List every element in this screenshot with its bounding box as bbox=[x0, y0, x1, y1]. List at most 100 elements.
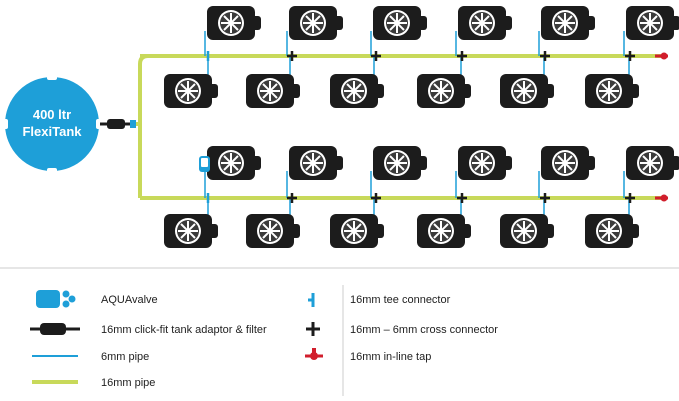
pot-line2-top-6-valve bbox=[668, 156, 679, 170]
pot-line2-bottom-6-fan bbox=[595, 217, 623, 245]
pot-line2-top-5 bbox=[541, 146, 595, 180]
6mm-pipe-network bbox=[204, 31, 635, 223]
pot-line1-top-5 bbox=[541, 6, 595, 40]
pot-line1-top-2-fan bbox=[299, 9, 327, 37]
pot-line1-top-5-valve bbox=[583, 16, 595, 30]
pot-line2-top-2 bbox=[289, 146, 343, 180]
pot-line1-top-5-fan bbox=[551, 9, 579, 37]
aquavalve-window bbox=[201, 158, 208, 167]
pot-line2-bottom-4 bbox=[417, 214, 471, 248]
pot-line2-top-6-fan bbox=[636, 149, 664, 177]
aquavalve bbox=[199, 156, 210, 172]
pot-line1-bottom-2-valve bbox=[288, 84, 300, 98]
pot-line1-top-4-valve bbox=[500, 16, 512, 30]
pot-line2-bottom-3 bbox=[330, 214, 384, 248]
legend-label-tee-connector: 16mm tee connector bbox=[350, 294, 451, 306]
pot-line2-bottom-1 bbox=[164, 214, 218, 248]
inline-tap-1 bbox=[655, 52, 668, 60]
legend-label-16mm-pipe: 16mm pipe bbox=[101, 377, 155, 389]
inline-tap-2 bbox=[655, 194, 668, 202]
pipe-16mm-trunk bbox=[138, 54, 149, 198]
pot-line2-bottom-5 bbox=[500, 214, 554, 248]
legend-label-cross-connector: 16mm – 6mm cross connector bbox=[350, 324, 498, 336]
pot-line1-bottom-3-fan bbox=[340, 77, 368, 105]
pot-line2-bottom-3-fan bbox=[340, 217, 368, 245]
pot-line1-bottom-6-valve bbox=[627, 84, 639, 98]
inline-tap-icon bbox=[305, 348, 323, 360]
tank-adaptor-filter-icon bbox=[30, 323, 80, 335]
pot-line1-top-4-fan bbox=[468, 9, 496, 37]
pot-line2-top-3-fan bbox=[383, 149, 411, 177]
pot-line1-bottom-5-fan bbox=[510, 77, 538, 105]
pot-line2-top-4-fan bbox=[468, 149, 496, 177]
pot-line1-bottom-5 bbox=[500, 74, 554, 108]
pot-line1-bottom-1-valve bbox=[206, 84, 218, 98]
pot-line1-bottom-1-fan bbox=[174, 77, 202, 105]
tank-label-name: FlexiTank bbox=[22, 124, 82, 139]
pot-line1-bottom-6 bbox=[585, 74, 639, 108]
pot-line1-bottom-5-valve bbox=[542, 84, 554, 98]
pot-line2-top-2-valve bbox=[331, 156, 343, 170]
pot-line2-bottom-2 bbox=[246, 214, 300, 248]
pot-line1-bottom-6-fan bbox=[595, 77, 623, 105]
pot-line1-bottom-4-valve bbox=[459, 84, 471, 98]
pot-line2-top-3-valve bbox=[415, 156, 427, 170]
legend-label-6mm-pipe: 6mm pipe bbox=[101, 351, 149, 363]
pot-line2-top-1-fan bbox=[217, 149, 245, 177]
pot-line2-top-6 bbox=[626, 146, 679, 180]
legend-label-tank-adaptor: 16mm click-fit tank adaptor & filter bbox=[101, 324, 267, 336]
pot-line2-top-4 bbox=[458, 146, 512, 180]
pot-line1-bottom-2-fan bbox=[256, 77, 284, 105]
pot-line2-top-4-valve bbox=[500, 156, 512, 170]
pot-line2-bottom-6-valve bbox=[627, 224, 639, 238]
pot-line1-top-6 bbox=[626, 6, 679, 40]
inline-taps bbox=[655, 52, 668, 202]
pot-line2-bottom-4-fan bbox=[427, 217, 455, 245]
pot-line1-bottom-2 bbox=[246, 74, 300, 108]
pot-line2-bottom-2-valve bbox=[288, 224, 300, 238]
tank-adaptor-filter bbox=[100, 119, 136, 129]
cross-connector-icon bbox=[306, 322, 320, 336]
pots bbox=[164, 6, 679, 248]
flexitank: 400 ltr FlexiTank bbox=[2, 74, 102, 174]
pot-line1-top-3 bbox=[373, 6, 427, 40]
pot-line2-bottom-1-valve bbox=[206, 224, 218, 238]
pot-line1-top-3-fan bbox=[383, 9, 411, 37]
tank-label-capacity: 400 ltr bbox=[33, 107, 71, 122]
pot-line2-bottom-5-fan bbox=[510, 217, 538, 245]
16mm-pipe-network bbox=[136, 54, 662, 200]
tank-body bbox=[4, 76, 100, 172]
pot-line1-top-6-fan bbox=[636, 9, 664, 37]
pot-line1-bottom-4-fan bbox=[427, 77, 455, 105]
pot-line2-bottom-3-valve bbox=[372, 224, 384, 238]
pot-line1-top-3-valve bbox=[415, 16, 427, 30]
pot-line2-top-5-fan bbox=[551, 149, 579, 177]
pot-line1-top-2 bbox=[289, 6, 343, 40]
pot-line1-top-1-valve bbox=[249, 16, 261, 30]
legend-label-inline-tap: 16mm in-line tap bbox=[350, 351, 431, 363]
pot-line2-top-5-valve bbox=[583, 156, 595, 170]
pot-line2-bottom-5-valve bbox=[542, 224, 554, 238]
pot-line2-top-1 bbox=[207, 146, 261, 180]
pot-line2-bottom-4-valve bbox=[459, 224, 471, 238]
inline-tap-1-handle bbox=[660, 52, 668, 60]
pot-line1-top-6-valve bbox=[668, 16, 679, 30]
tee-connector-icon bbox=[308, 293, 315, 307]
pot-line2-top-1-valve bbox=[249, 156, 261, 170]
pot-line1-bottom-3 bbox=[330, 74, 384, 108]
aquavalve-icon bbox=[36, 290, 76, 308]
pot-line1-top-1-fan bbox=[217, 9, 245, 37]
pot-line2-bottom-2-fan bbox=[256, 217, 284, 245]
pot-line2-bottom-6 bbox=[585, 214, 639, 248]
legend-label-aquavalve: AQUAvalve bbox=[101, 294, 158, 306]
pot-line1-top-2-valve bbox=[331, 16, 343, 30]
pot-line2-top-2-fan bbox=[299, 149, 327, 177]
pot-line1-bottom-1 bbox=[164, 74, 218, 108]
pot-line2-bottom-1-fan bbox=[174, 217, 202, 245]
pot-line1-bottom-4 bbox=[417, 74, 471, 108]
pot-line1-top-1 bbox=[207, 6, 261, 40]
pot-line1-top-4 bbox=[458, 6, 512, 40]
pot-line2-top-3 bbox=[373, 146, 427, 180]
inline-tap-2-handle bbox=[660, 194, 668, 202]
